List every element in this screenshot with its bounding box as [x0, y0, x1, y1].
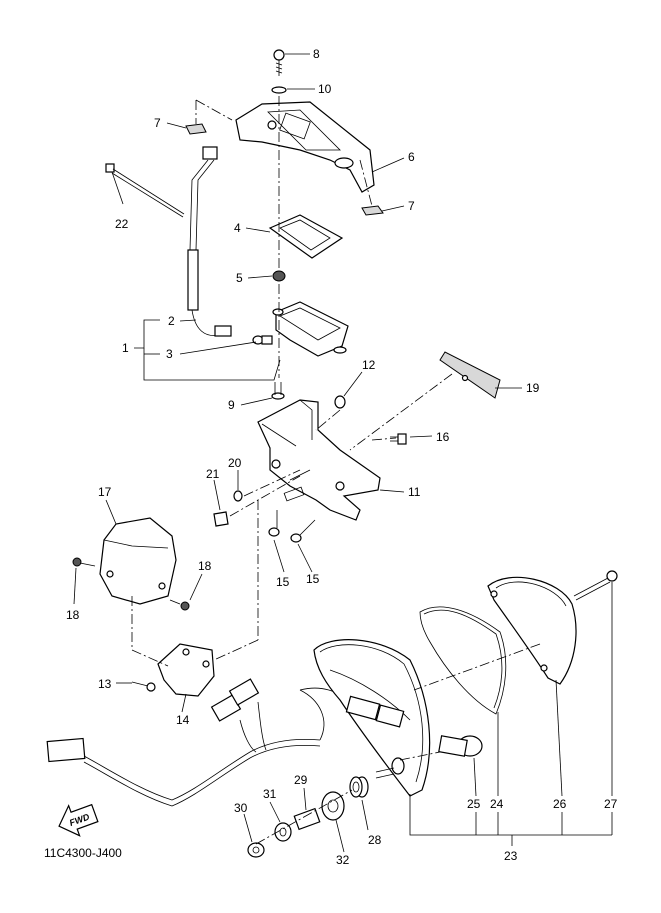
collar-29	[293, 807, 321, 831]
screw-16	[390, 433, 407, 445]
callout-18-right: 18	[198, 559, 212, 573]
screw-27	[573, 570, 618, 601]
gasket-4	[268, 214, 344, 259]
bulb-3	[252, 335, 273, 345]
callout-11: 11	[408, 485, 421, 499]
bulb-25	[438, 735, 483, 757]
callout-32: 32	[336, 853, 350, 867]
callout-28: 28	[368, 833, 382, 847]
callout-29: 29	[294, 773, 308, 787]
lens-26	[487, 576, 577, 685]
callout-12: 12	[362, 358, 376, 372]
grommet-5	[272, 270, 286, 282]
screw-15b	[290, 519, 316, 543]
pad-7-right	[361, 205, 384, 216]
fwd-arrow-icon: FWD	[58, 803, 99, 837]
callout-7-left: 7	[154, 116, 161, 130]
screw-18-left	[72, 557, 96, 567]
wire-harness-2	[187, 146, 232, 337]
washer-10	[271, 86, 287, 94]
callout-27: 27	[604, 797, 618, 811]
bracket-11	[257, 399, 381, 521]
callout-15-left: 15	[276, 575, 290, 589]
nut-30	[247, 842, 265, 858]
callout-9: 9	[228, 398, 235, 412]
cable-tie-22	[105, 163, 185, 218]
side-reflector-17	[99, 517, 177, 605]
callout-26: 26	[553, 797, 567, 811]
callout-5: 5	[236, 271, 243, 285]
callout-25: 25	[467, 797, 481, 811]
callout-labels: 8 10 7 6 7 22 4 5 2 1 3 9 12 19 16 11 20…	[66, 47, 618, 867]
callout-24: 24	[490, 797, 504, 811]
screw-9	[271, 382, 285, 400]
plate-19	[439, 351, 501, 399]
callout-17: 17	[98, 485, 112, 499]
diagram-code: 11C4300-J400	[44, 846, 122, 860]
callout-31: 31	[263, 787, 277, 801]
washer-20	[233, 490, 243, 502]
gasket-24	[419, 606, 507, 715]
callout-21: 21	[206, 467, 220, 481]
callout-23: 23	[504, 849, 518, 863]
screw-13	[131, 681, 156, 692]
screw-15a	[268, 510, 280, 537]
callout-16: 16	[436, 430, 450, 444]
callout-20: 20	[228, 456, 242, 470]
meter-cover-6	[235, 101, 375, 193]
screw-8	[273, 49, 285, 76]
damper-28	[349, 776, 369, 798]
callout-2: 2	[168, 314, 175, 328]
nut-12	[334, 395, 346, 409]
callout-6: 6	[408, 150, 415, 164]
callout-30: 30	[234, 801, 248, 815]
grommet-32	[321, 791, 345, 821]
callout-14: 14	[176, 713, 190, 727]
taillight-housing-23	[313, 639, 431, 797]
screw-18-right	[169, 599, 190, 611]
callout-3: 3	[166, 347, 173, 361]
washer-31	[274, 822, 292, 842]
callout-22: 22	[115, 217, 129, 231]
callout-10: 10	[318, 82, 332, 96]
callout-15-right: 15	[306, 572, 320, 586]
callout-18-left: 18	[66, 608, 80, 622]
taillight-harness	[46, 678, 351, 807]
meter-assy	[272, 301, 349, 357]
leader-lines	[73, 53, 613, 853]
callout-13: 13	[98, 677, 112, 691]
nut-21	[213, 511, 229, 527]
pad-7-left	[185, 123, 207, 135]
callout-19: 19	[526, 381, 540, 395]
callout-7-right: 7	[408, 199, 415, 213]
callout-8: 8	[313, 47, 320, 61]
callout-1: 1	[122, 341, 129, 355]
bracket-14	[157, 643, 215, 697]
callout-4: 4	[234, 221, 241, 235]
